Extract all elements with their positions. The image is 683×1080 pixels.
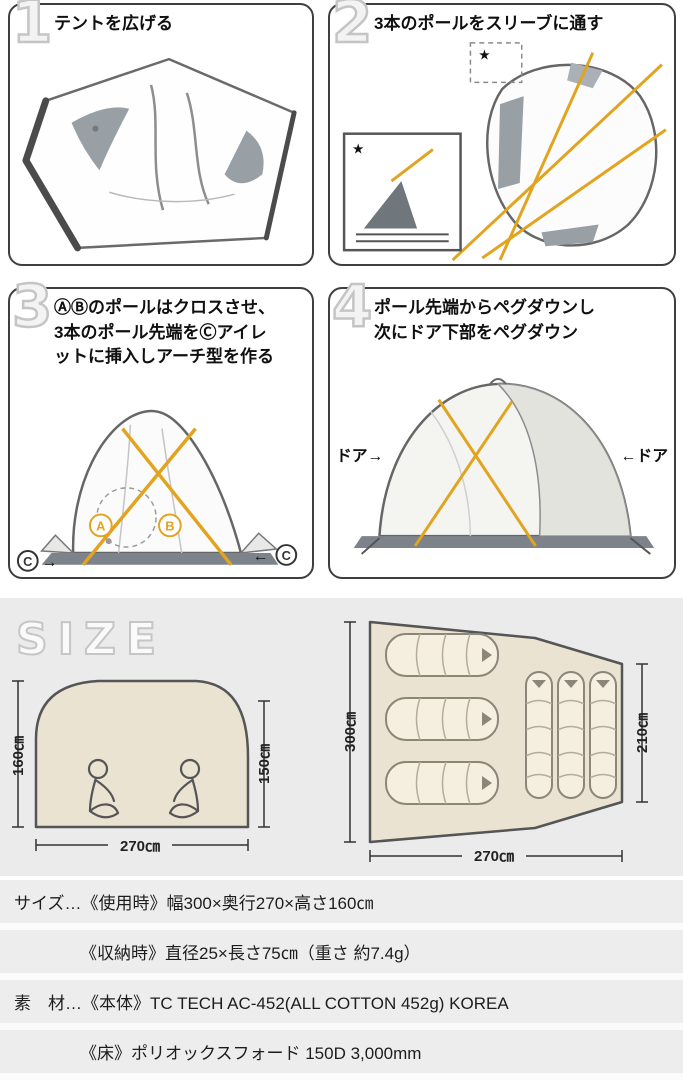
step-3-title: ⒶⒷのポールはクロスさせ、 3本のポール先端をⒸアイレ ットに挿入しアーチ型を作…: [54, 298, 275, 367]
sleeping-bag-icon-group-left: [385, 633, 499, 805]
star-marker: ★: [478, 47, 490, 63]
step-panel-3: 3 ⒶⒷのポールはクロスさせ、 3本のポール先端をⒸアイレ ットに挿入しアーチ型…: [8, 276, 314, 579]
dimension-width-bottom: [35, 839, 249, 851]
step-4-illustration: ドア→ ←ドア: [332, 351, 672, 575]
svg-text:C: C: [282, 548, 291, 563]
tent-spread-drawing: [22, 57, 297, 252]
step-4-title: ポール先端からペグダウンし 次にドア下部をペグダウン: [374, 298, 595, 342]
step-panel-4: 4 ポール先端からペグダウンし 次にドア下部をペグダウン ドア→ ←ドア: [328, 276, 676, 579]
step-3-number: 3: [11, 272, 54, 340]
pole-line: [481, 128, 667, 260]
step-3-illustration: A B C → ← C: [12, 377, 310, 575]
step-2-title: 3本のポールをスリーブに通す: [374, 14, 604, 33]
dim-label-270-plan: 270㎝: [474, 848, 514, 865]
tent-side-view-diagram: 160㎝ 150㎝ 270㎝: [6, 660, 306, 872]
star-marker: ★: [352, 140, 364, 156]
dim-label-270-side: 270㎝: [120, 838, 160, 855]
size-section-title: SIZE: [15, 614, 167, 665]
step-1-title: テントを広げる: [54, 14, 173, 33]
dimension-height-left: [12, 680, 24, 828]
label-c-left: C →: [16, 550, 58, 572]
step-2-illustration: ★ ★: [332, 35, 672, 262]
pole-line: [451, 63, 663, 262]
spec-row-material-floor: 《床》ポリオックスフォード 150D 3,000mm: [0, 1030, 683, 1073]
dimension-depth-right: [636, 663, 648, 803]
size-section: SIZE: [0, 598, 683, 876]
seated-person-icon: [168, 758, 201, 819]
svg-text:B: B: [165, 518, 174, 533]
pole-line-b: [121, 427, 233, 566]
dimension-depth-left: [344, 621, 356, 843]
pole-line: [437, 398, 537, 547]
door-label-right: ←ドア: [621, 448, 669, 465]
dimension-width-bottom: [369, 850, 623, 862]
step-2-number: 2: [331, 0, 374, 56]
dimension-height-right: [258, 700, 270, 828]
tent-floor-plan-diagram: 300㎝ 210㎝ 270㎝: [330, 608, 675, 870]
arch-assembly-drawing: A B C → ← C: [16, 409, 298, 572]
spec-table: サイズ…《使用時》幅300×奥行270×高さ160㎝ 《収納時》直径25×長さ7…: [0, 880, 683, 1080]
svg-text:C: C: [23, 554, 32, 569]
spec-row-size-packed: 《収納時》直径25×長さ75㎝（重さ 約7.4g）: [0, 930, 683, 973]
arrow-right-icon: →: [42, 554, 58, 571]
pole-line: [413, 400, 514, 547]
tent-silhouette: [34, 679, 250, 829]
door-label-left: ドア→: [336, 448, 383, 465]
pegdown-drawing: ドア→ ←ドア: [336, 378, 669, 555]
dim-label-300: 300㎝: [342, 712, 359, 752]
brand-mark-icon: [92, 125, 99, 132]
spec-row-material-body: 素 材…《本体》TC TECH AC-452(ALL COTTON 452g) …: [0, 980, 683, 1023]
label-a-badge: A: [88, 513, 113, 538]
spec-row-size-use: サイズ…《使用時》幅300×奥行270×高さ160㎝: [0, 880, 683, 923]
pole-sleeve-drawing: ★ ★: [342, 42, 667, 262]
step-4-number: 4: [331, 272, 374, 340]
step-1-number: 1: [11, 0, 54, 56]
pole-line: [498, 52, 595, 261]
svg-text:A: A: [96, 518, 105, 533]
step-panel-1: 1 テントを広げる: [8, 0, 314, 266]
label-c-right: ← C: [253, 544, 298, 566]
seated-person-icon: [87, 758, 120, 819]
label-b-badge: B: [158, 513, 182, 538]
arrow-left-icon: ←: [253, 548, 269, 565]
dim-label-160: 160㎝: [10, 736, 27, 776]
sleeping-bag-icon-group-right: [525, 671, 617, 799]
step-1-illustration: [12, 41, 310, 262]
dim-label-210: 210㎝: [634, 713, 651, 753]
pole-line-a: [81, 427, 197, 566]
step-panel-2: 2 3本のポールをスリーブに通す ★ ★: [328, 0, 676, 266]
dim-label-150: 150㎝: [256, 744, 273, 784]
peg-line: [360, 537, 381, 555]
peg-line: [629, 537, 651, 555]
